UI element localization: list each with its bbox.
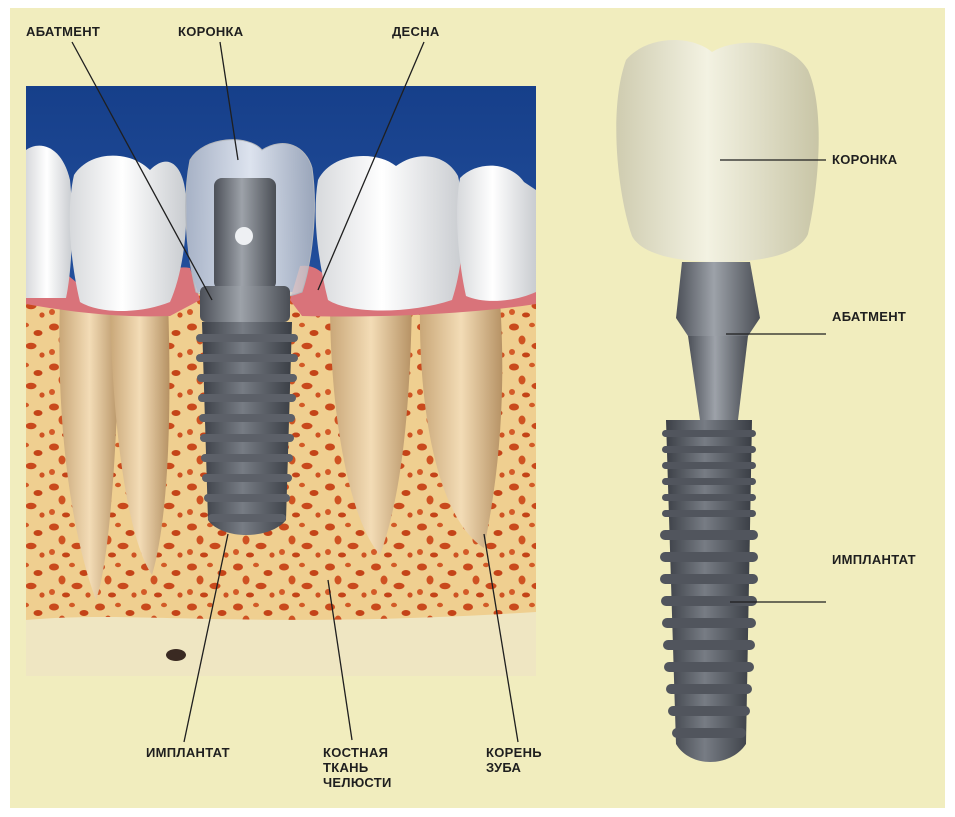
label-crown-right: КОРОНКА (832, 152, 897, 167)
nerve-canal (166, 649, 186, 661)
cortical-bone (26, 612, 536, 676)
label-abutment-left: АБАТМЕНТ (26, 24, 100, 39)
tooth-1 (26, 146, 72, 298)
implant-model (616, 40, 818, 762)
label-tooth-root: КОРЕНЬ ЗУБА (486, 745, 542, 775)
label-jaw-bone: КОСТНАЯ ТКАНЬ ЧЕЛЮСТИ (323, 745, 392, 790)
abutment-screw-hole (235, 227, 253, 245)
label-tooth-root-line-1: КОРЕНЬ (486, 745, 542, 760)
implant-body (202, 322, 292, 535)
model-abutment (676, 262, 760, 336)
model-crown (616, 40, 818, 262)
tooth-3 (316, 156, 464, 311)
tooth-4 (457, 166, 536, 301)
label-jaw-bone-line-1: КОСТНАЯ (323, 745, 392, 760)
label-tooth-root-line-2: ЗУБА (486, 760, 542, 775)
label-jaw-bone-line-3: ЧЕЛЮСТИ (323, 775, 392, 790)
label-implant-right: ИМПЛАНТАТ (832, 552, 916, 567)
model-abutment-stem (688, 336, 748, 420)
label-jaw-bone-line-2: ТКАНЬ (323, 760, 392, 775)
cross-section-panel (26, 86, 536, 676)
label-gum: ДЕСНА (392, 24, 440, 39)
label-implant-left: ИМПЛАНТАТ (146, 745, 230, 760)
label-abutment-right: АБАТМЕНТ (832, 309, 906, 324)
abutment (200, 286, 290, 322)
tooth-2 (70, 156, 187, 311)
label-crown-left: КОРОНКА (178, 24, 243, 39)
